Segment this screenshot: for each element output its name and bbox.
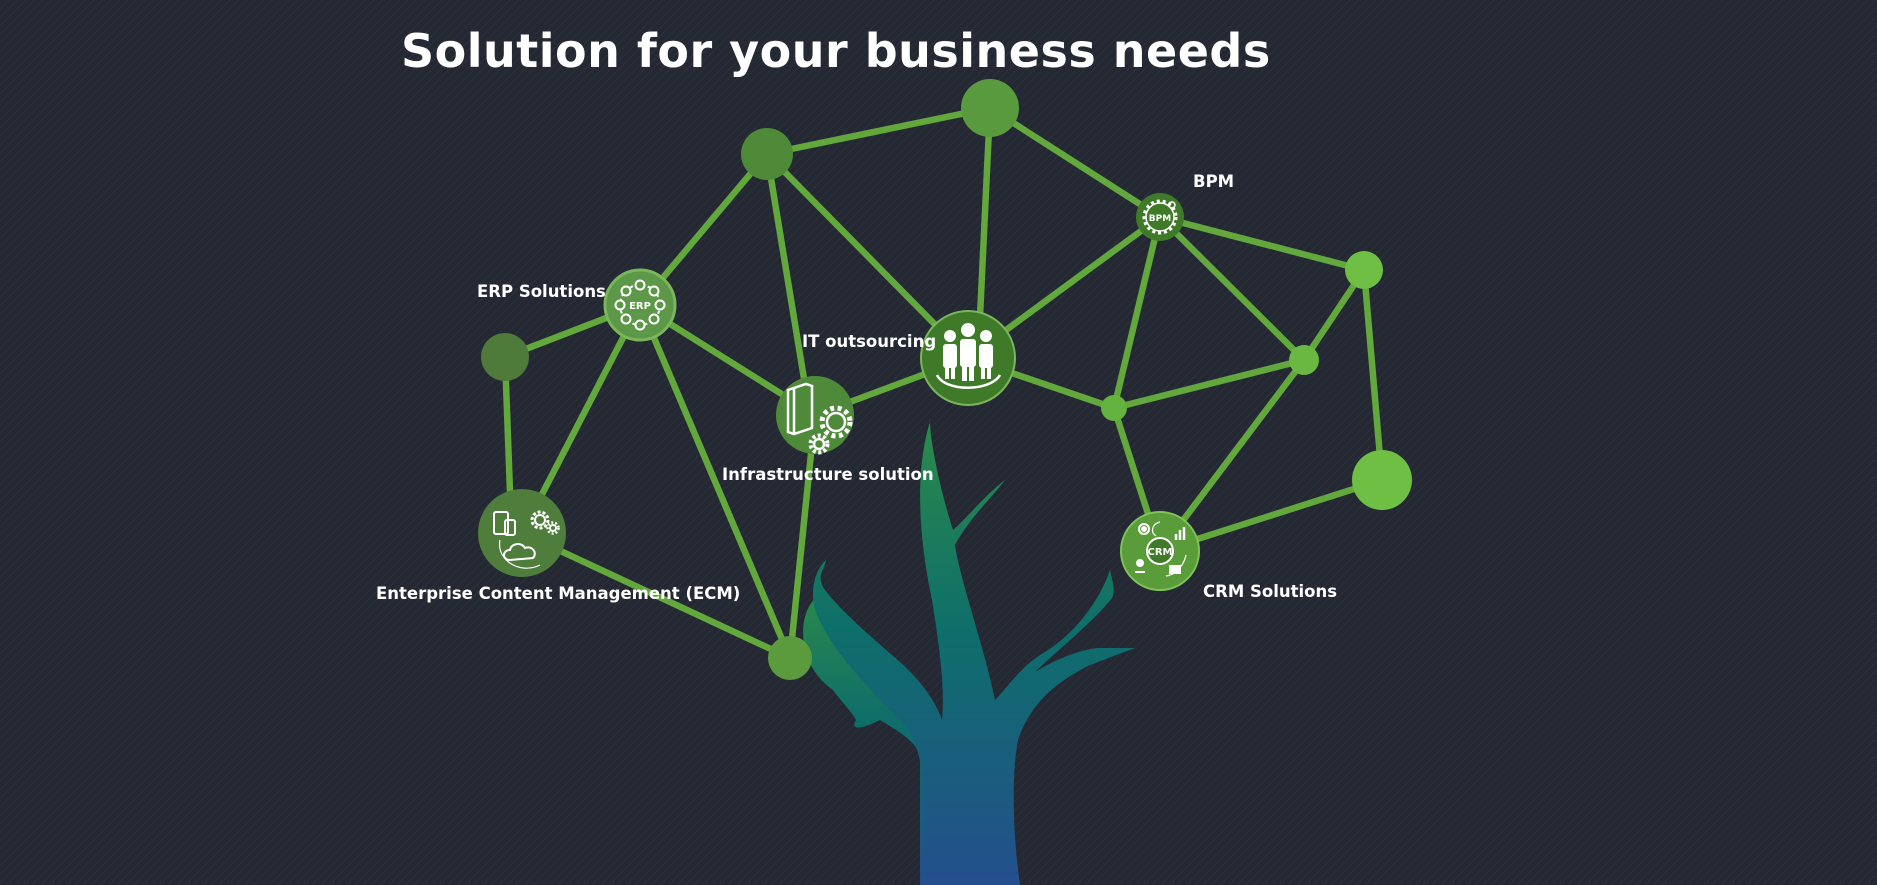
edge (986, 104, 1164, 221)
it-outsourcing-label[interactable]: IT outsourcing (802, 332, 937, 351)
crm-icon-text: CRM (1148, 547, 1173, 558)
network-node (481, 333, 529, 381)
tree-trunk (803, 588, 926, 885)
tree-trunk-main (813, 422, 1135, 885)
edge (1110, 213, 1164, 412)
gear-badge-icon (1142, 199, 1178, 235)
devices-cloud-gears-icon (493, 510, 560, 569)
erp-label[interactable]: ERP Solutions (477, 282, 606, 301)
network-node (1352, 450, 1412, 510)
network-node (768, 636, 812, 680)
network-node (1345, 251, 1383, 289)
erp-node[interactable]: ERP (603, 268, 677, 342)
cycle-arrows-icon (935, 374, 1002, 389)
bpm-icon-text: BPM (1149, 214, 1171, 224)
ecm-label[interactable]: Enterprise Content Management (ECM) (376, 584, 741, 603)
infrastructure-label[interactable]: Infrastructure solution (722, 465, 934, 484)
edge (636, 301, 794, 662)
ecm-node[interactable] (478, 489, 566, 577)
bpm-node[interactable]: BPM (1136, 193, 1184, 241)
edge (1156, 213, 1308, 364)
crm-label[interactable]: CRM Solutions (1203, 582, 1338, 601)
edge (786, 411, 819, 662)
network-node (741, 128, 793, 180)
edge (518, 529, 794, 662)
server-gears-icon (786, 382, 853, 455)
network-node (1101, 395, 1127, 421)
edge (763, 150, 814, 419)
erp-ring-icon (614, 279, 666, 331)
edge (1156, 213, 1368, 274)
team-icon (943, 323, 993, 381)
edge (1110, 356, 1308, 412)
edge (763, 104, 994, 158)
network-node (1289, 345, 1319, 375)
infrastructure-node[interactable] (776, 376, 854, 455)
crm-cycle-icon (1135, 521, 1187, 577)
crm-node[interactable]: CRM (1120, 511, 1200, 591)
page-title: Solution for your business needs (401, 24, 1271, 78)
network-node (961, 79, 1019, 137)
edge (1360, 266, 1386, 484)
it-outsourcing-node[interactable] (920, 310, 1016, 406)
erp-icon-text: ERP (629, 301, 651, 312)
bpm-label[interactable]: BPM (1193, 172, 1235, 191)
